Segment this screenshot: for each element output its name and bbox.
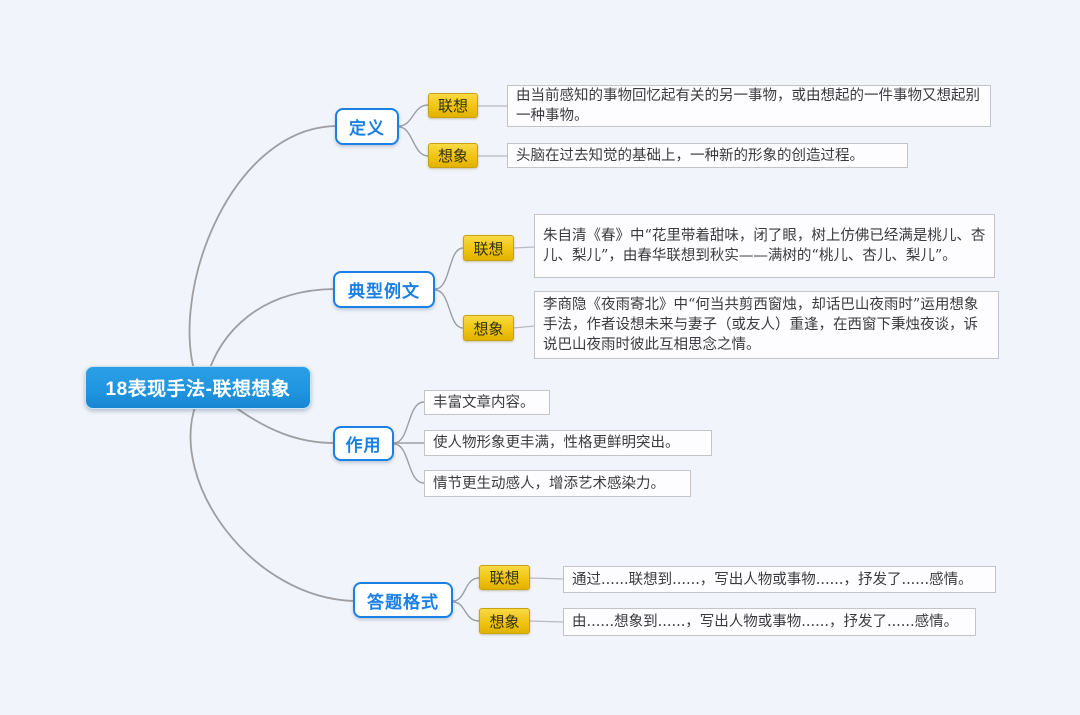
connector-answer-imagination (452, 601, 480, 622)
root-topic-label: 18表现手法-联想想象 (105, 379, 291, 400)
detail-text: 使人物形象更丰满，性格更鲜明突出。 (433, 435, 680, 451)
connector-root-function (227, 401, 335, 444)
tag-label: 联想 (473, 239, 504, 258)
connector-function-item1 (393, 401, 425, 444)
connector-root-definition (188, 125, 337, 383)
detail-text: 丰富文章内容。 (433, 394, 535, 411)
connector-root-answer (189, 403, 355, 602)
detail-text: 情节更生动感人，增添艺术感染力。 (433, 475, 665, 492)
branch-label: 定义 (349, 119, 385, 138)
branch-node-function[interactable]: 作用 (333, 426, 394, 461)
branch-node-examples[interactable]: 典型例文 (333, 271, 435, 308)
tag-definition-imagination[interactable]: 想象 (428, 143, 478, 168)
tag-label: 联想 (489, 569, 520, 587)
connector-tag-box-ex-association (512, 246, 536, 249)
tag-answer-association[interactable]: 联想 (479, 565, 530, 590)
connector-examples-imagination (434, 289, 464, 329)
tag-label: 想象 (473, 319, 504, 338)
branch-node-answer-format[interactable]: 答题格式 (353, 582, 453, 618)
detail-box-answer-imagination[interactable]: 由......想象到......，写出人物或事物......，抒发了......… (563, 608, 976, 636)
tag-label: 想象 (489, 612, 520, 631)
connector-function-item3 (393, 443, 425, 484)
tag-answer-imagination[interactable]: 想象 (479, 608, 530, 634)
connector-definition-imagination (398, 126, 429, 157)
branch-label: 答题格式 (367, 592, 439, 612)
detail-box-definition-association[interactable]: 由当前感知的事物回忆起有关的另一事物，或由想起的一件事物又想起别一种事物。 (507, 85, 991, 127)
connector-tag-box-ex-imagination (512, 325, 536, 329)
tag-examples-imagination[interactable]: 想象 (463, 315, 514, 341)
connector-answer-association (452, 577, 480, 602)
connector-tag-box-ans-association (528, 577, 565, 580)
detail-box-examples-association[interactable]: 朱自清《春》中“花里带着甜味，闭了眼，树上仿佛已经满是桃儿、杏儿、梨儿”，由春华… (534, 214, 995, 278)
detail-text: 李商隐《夜雨寄北》中“何当共剪西窗烛，却话巴山夜雨时”运用想象手法，作者设想未来… (543, 297, 979, 353)
detail-box-definition-imagination[interactable]: 头脑在过去知觉的基础上，一种新的形象的创造过程。 (507, 143, 908, 168)
tag-definition-association[interactable]: 联想 (428, 93, 478, 118)
tag-examples-association[interactable]: 联想 (463, 235, 514, 261)
branch-node-definition[interactable]: 定义 (335, 108, 399, 145)
connector-definition-association (398, 104, 429, 127)
detail-text: 由......想象到......，写出人物或事物......，抒发了......… (572, 614, 959, 630)
branch-label: 作用 (345, 436, 382, 455)
root-topic-node[interactable]: 18表现手法-联想想象 (85, 366, 311, 409)
connector-tag-box-ans-imagination (528, 620, 565, 623)
connector-examples-association (434, 247, 464, 290)
branch-label: 典型例文 (348, 282, 420, 301)
detail-text: 朱自清《春》中“花里带着甜味，闭了眼，树上仿佛已经满是桃儿、杏儿、梨儿”，由春华… (543, 228, 986, 264)
detail-box-answer-association[interactable]: 通过......联想到......，写出人物或事物......，抒发了.....… (563, 566, 996, 593)
detail-text: 由当前感知的事物回忆起有关的另一事物，或由想起的一件事物又想起别一种事物。 (516, 88, 980, 124)
detail-box-function-item2[interactable]: 使人物形象更丰满，性格更鲜明突出。 (424, 430, 712, 456)
detail-box-function-item3[interactable]: 情节更生动感人，增添艺术感染力。 (424, 470, 691, 497)
detail-text: 头脑在过去知觉的基础上，一种新的形象的创造过程。 (516, 147, 864, 164)
detail-box-function-item1[interactable]: 丰富文章内容。 (424, 390, 550, 415)
tag-label: 想象 (437, 147, 468, 165)
connector-root-examples (205, 288, 335, 381)
detail-box-examples-imagination[interactable]: 李商隐《夜雨寄北》中“何当共剪西窗烛，却话巴山夜雨时”运用想象手法，作者设想未来… (534, 291, 999, 359)
detail-text: 通过......联想到......，写出人物或事物......，抒发了.....… (572, 571, 973, 588)
tag-label: 联想 (437, 97, 468, 115)
